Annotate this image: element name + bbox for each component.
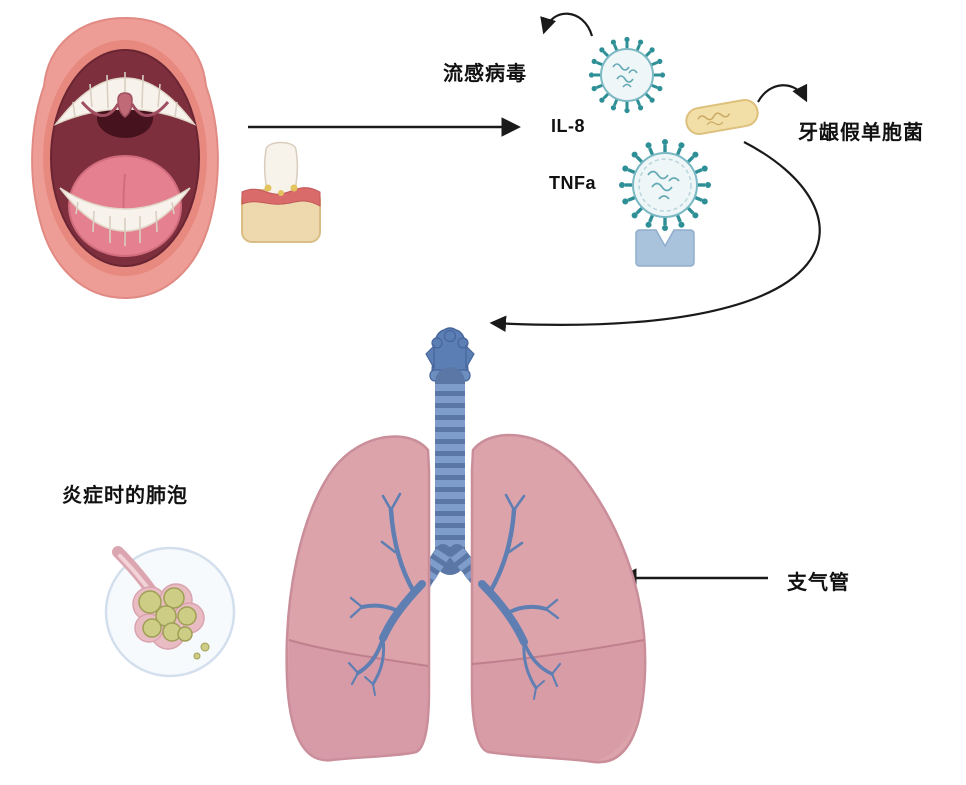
arrow-bacterium-to-label bbox=[757, 83, 808, 103]
influenza-virus-icon-small bbox=[587, 35, 667, 115]
virus-rna-squiggles bbox=[612, 63, 638, 88]
upper-teeth-lines bbox=[72, 72, 178, 118]
inflamed-alveoli-illustration bbox=[104, 546, 236, 678]
bacterium-icon bbox=[685, 99, 759, 135]
lungs-illustration bbox=[285, 433, 647, 764]
alveoli-sacs bbox=[138, 587, 197, 642]
left-lower-lobe bbox=[288, 640, 429, 761]
label-p-gingivalis: 牙龈假单胞菌 bbox=[798, 122, 924, 144]
label-inflamed-alveoli: 炎症时的肺泡 bbox=[62, 485, 188, 507]
open-mouth-illustration bbox=[31, 16, 219, 300]
label-influenza-virus: 流感病毒 bbox=[443, 63, 527, 85]
bronchial-tree bbox=[347, 492, 562, 700]
receptor-icon bbox=[635, 229, 695, 267]
label-il8: IL-8 bbox=[551, 116, 586, 136]
right-lower-lobe bbox=[472, 640, 645, 762]
arrows bbox=[248, 12, 821, 588]
label-tnfa: TNFa bbox=[549, 173, 596, 193]
lower-teeth-lines bbox=[75, 201, 175, 246]
label-bronchi: 支气管 bbox=[787, 572, 850, 594]
arrow-to-trachea bbox=[489, 141, 821, 332]
periodontitis-tooth-illustration bbox=[241, 141, 321, 243]
arrow-virus-loop bbox=[540, 12, 594, 37]
influenza-virus-icon-large bbox=[617, 137, 713, 233]
virus-rna-squiggles bbox=[647, 170, 680, 200]
